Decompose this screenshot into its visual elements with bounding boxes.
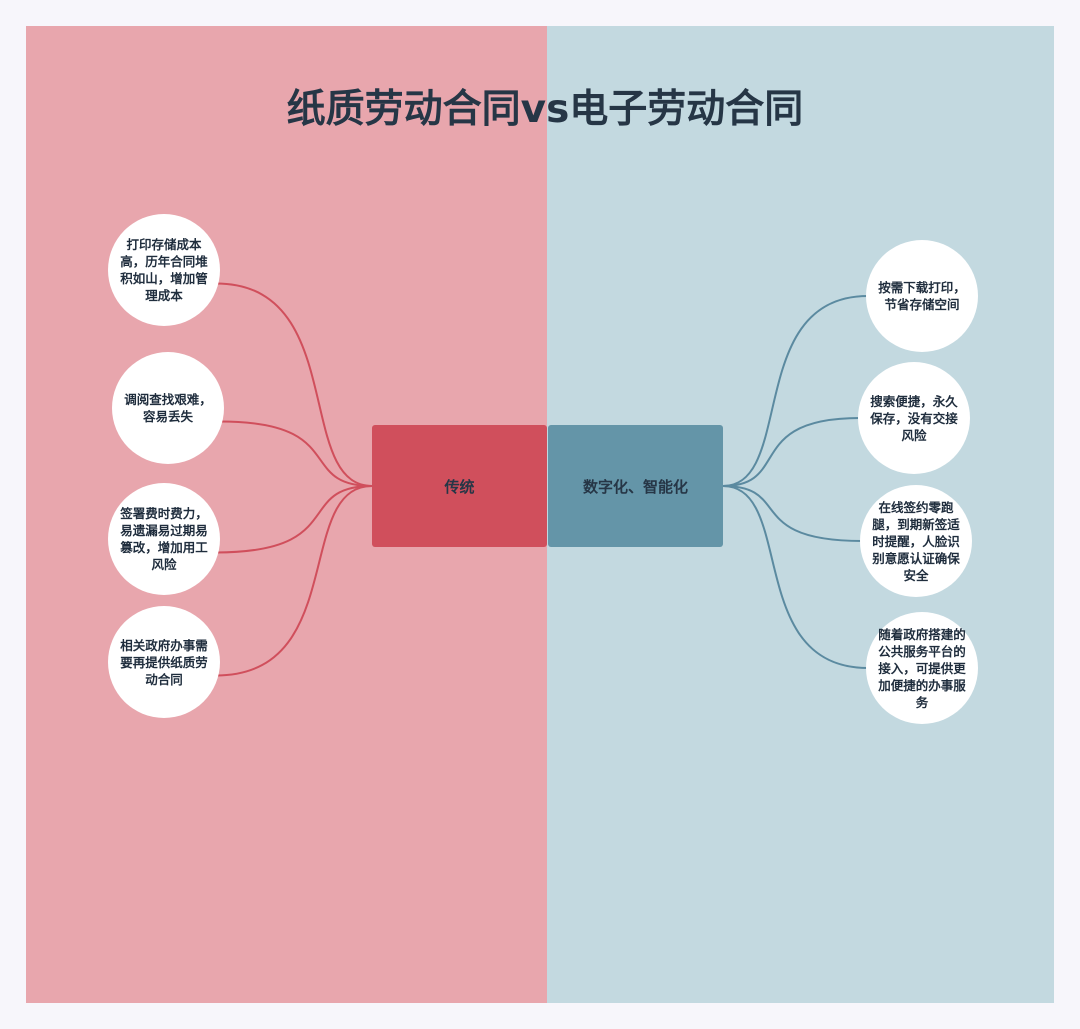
connector-left-0 <box>215 282 373 487</box>
hub-digital: 数字化、智能化 <box>548 425 723 547</box>
hub-digital-label: 数字化、智能化 <box>582 477 688 496</box>
connector-right-2 <box>722 485 863 542</box>
leaf-digital-online-signing: 在线签约零跑腿，到期新签适时提醒，人脸识别意愿认证确保安全 <box>860 485 972 597</box>
connector-right-0 <box>722 295 869 487</box>
leaf-traditional-government: 相关政府办事需要再提供纸质劳动合同 <box>108 606 220 718</box>
connector-right-1 <box>722 417 861 487</box>
connector-left-2 <box>215 485 373 554</box>
hub-traditional: 传统 <box>372 425 547 547</box>
connector-right-3 <box>722 485 869 669</box>
connector-left-3 <box>215 485 373 677</box>
leaf-traditional-retrieval: 调阅查找艰难，容易丢失 <box>112 352 224 464</box>
leaf-traditional-storage-cost: 打印存储成本高，历年合同堆积如山，增加管理成本 <box>108 214 220 326</box>
diagram-title: 纸质劳动合同vs电子劳动合同 <box>286 87 804 132</box>
hub-traditional-label: 传统 <box>444 477 475 496</box>
connector-left-1 <box>219 420 373 487</box>
leaf-traditional-signing: 签署费时费力，易遗漏易过期易篡改，增加用工风险 <box>108 483 220 595</box>
leaf-digital-search: 搜索便捷，永久保存，没有交接风险 <box>858 362 970 474</box>
leaf-digital-download: 按需下载打印，节省存储空间 <box>866 240 978 352</box>
leaf-digital-platform: 随着政府搭建的公共服务平台的接入，可提供更加便捷的办事服务 <box>866 612 978 724</box>
